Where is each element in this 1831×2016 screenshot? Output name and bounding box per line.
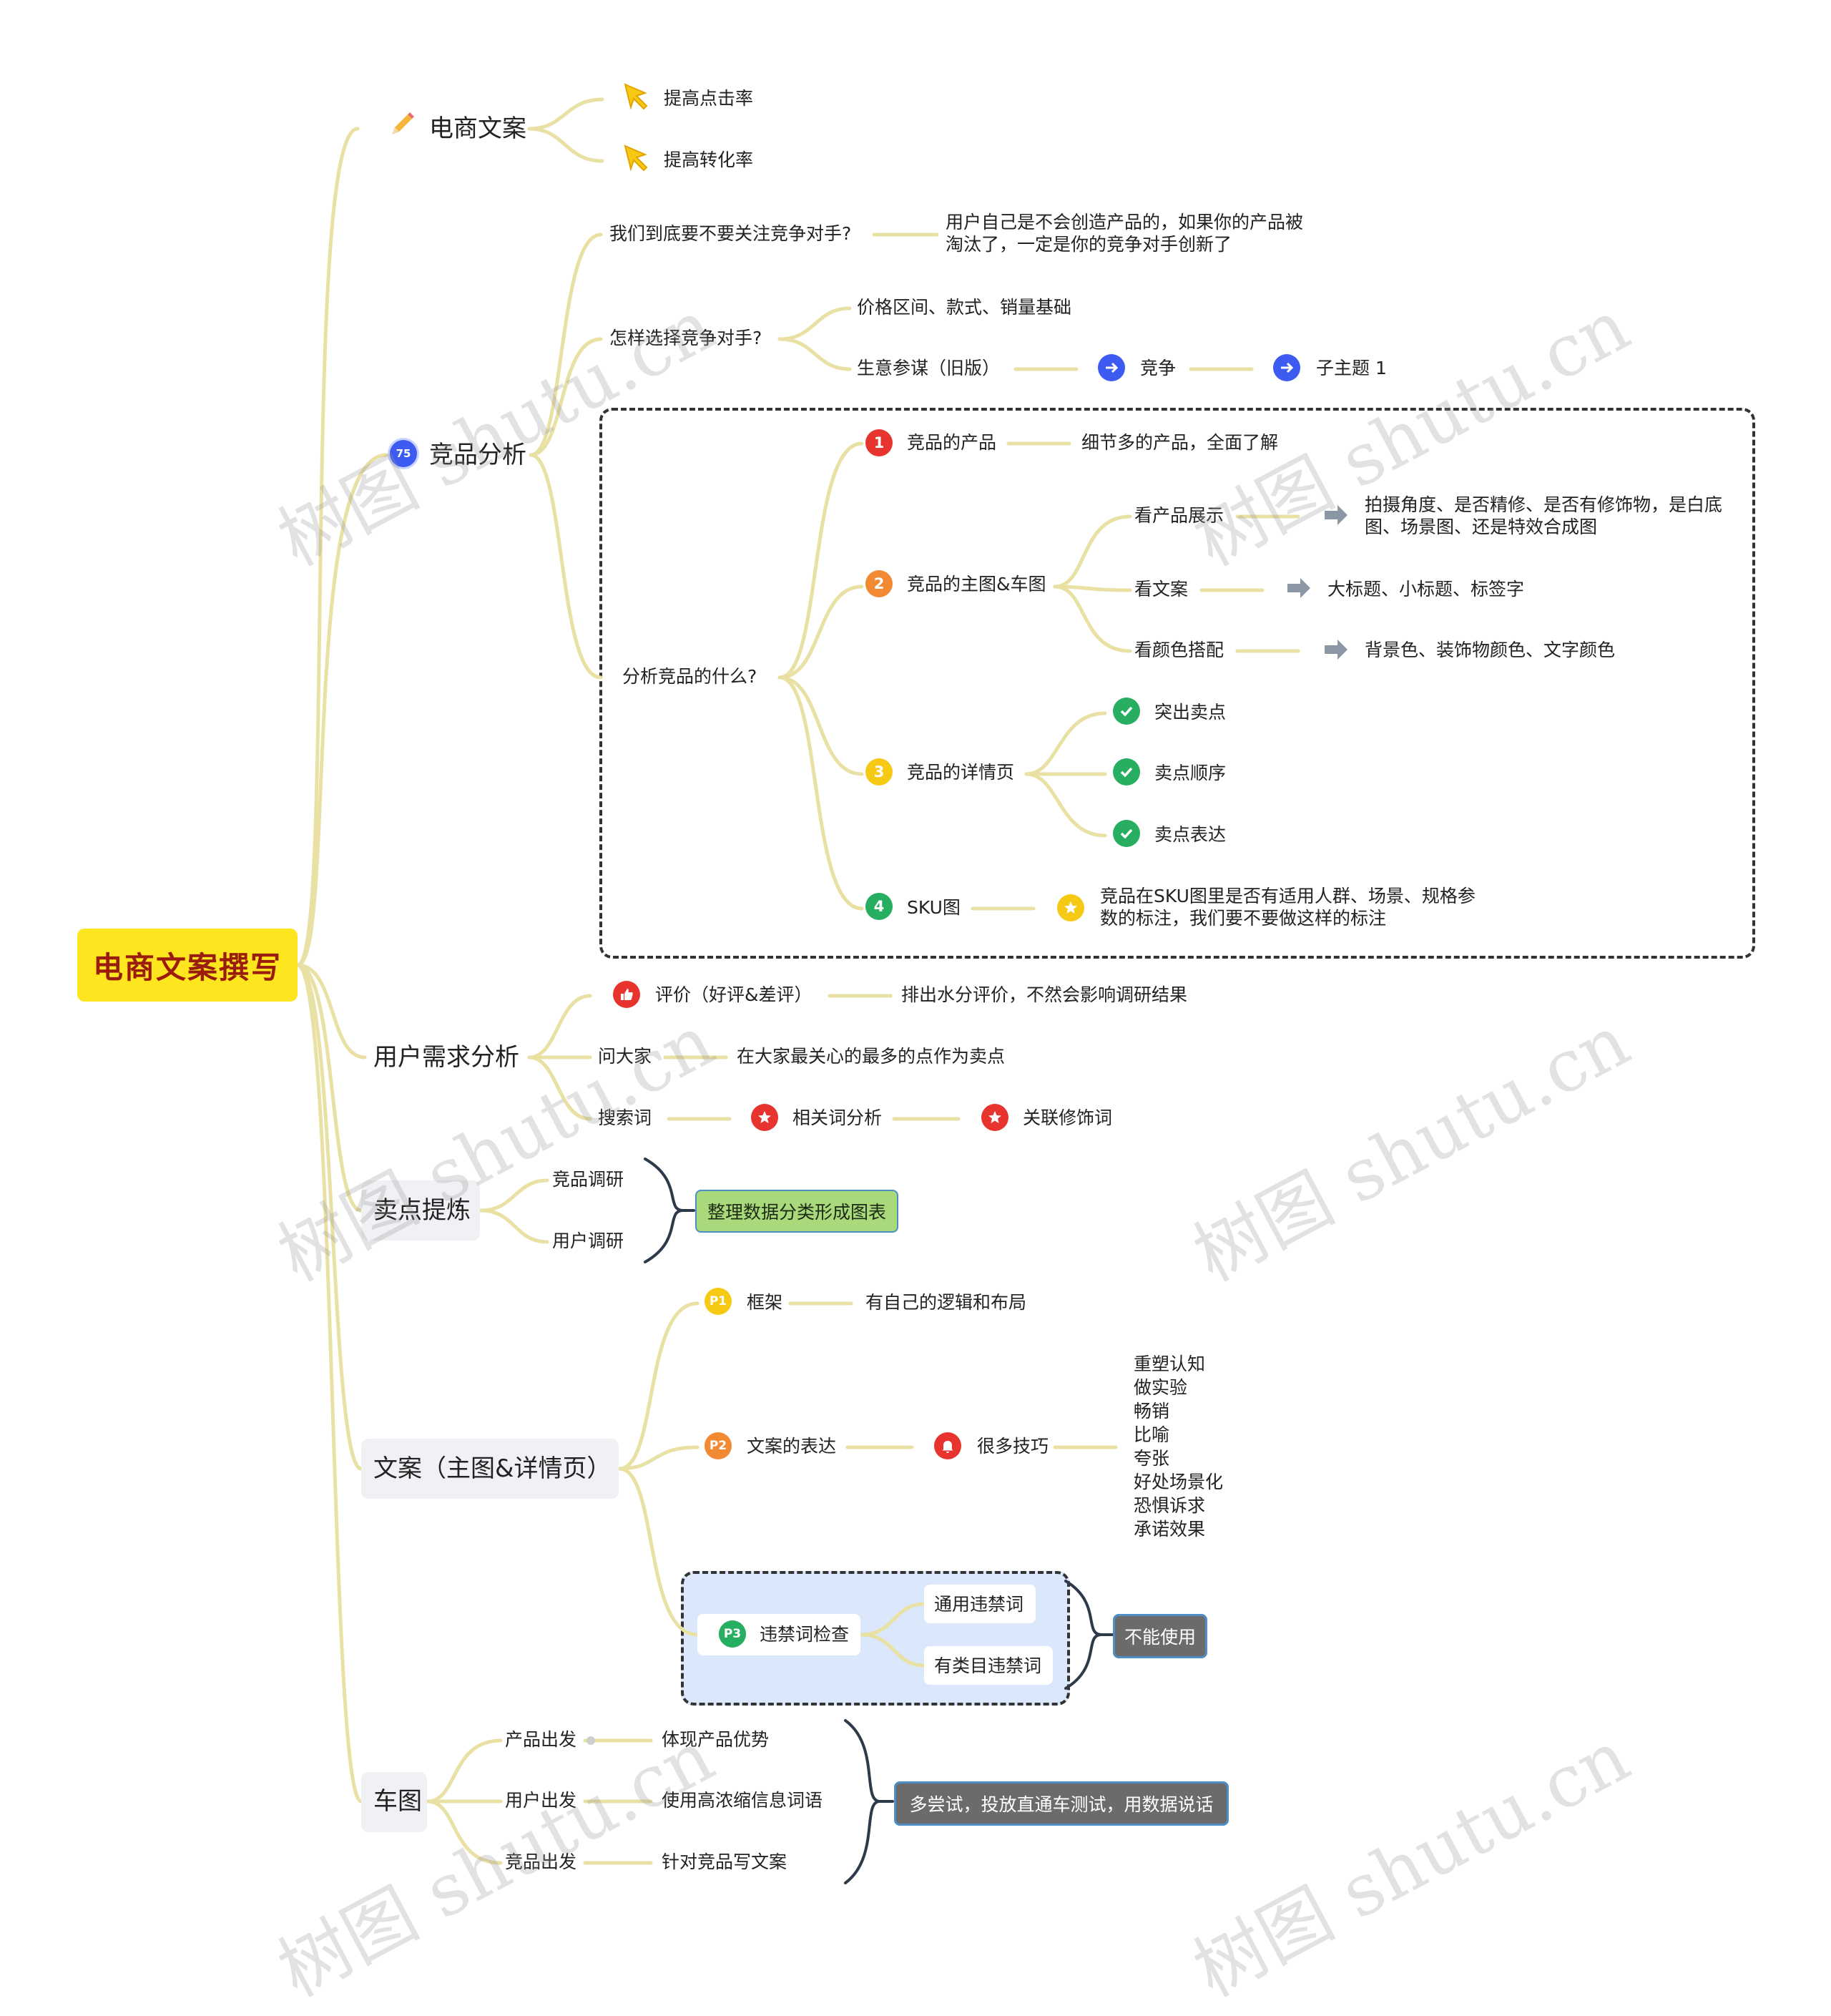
branch-chetu-bg xyxy=(361,1772,427,1832)
tips-item-5: 夸张 xyxy=(1134,1448,1170,1469)
copy-p3[interactable]: 违禁词检查 xyxy=(760,1624,850,1645)
p3-badge-icon: P3 xyxy=(719,1620,746,1648)
chetu-item-3-detail: 针对竞品写文案 xyxy=(662,1851,787,1872)
q3-item-3[interactable]: 竞品的详情页 xyxy=(907,762,1015,783)
tips-item-3: 畅销 xyxy=(1134,1401,1170,1422)
chetu-item-1-detail: 体现产品优势 xyxy=(662,1729,770,1750)
check-icon xyxy=(1113,758,1140,786)
branch-maidian-bg xyxy=(361,1180,480,1241)
star-badge-icon xyxy=(751,1104,778,1131)
p1-badge-icon: P1 xyxy=(705,1288,732,1315)
check-icon xyxy=(1113,820,1140,847)
xuqiu-item-3[interactable]: 搜索词 xyxy=(598,1107,652,1128)
gray-arrow-icon xyxy=(1322,637,1350,662)
tips-item-1: 重塑认知 xyxy=(1134,1354,1206,1374)
analysis-group-frame xyxy=(599,408,1755,959)
arrow-right-icon xyxy=(1273,354,1300,381)
tips-item-6: 好处场景化 xyxy=(1134,1472,1224,1492)
chetu-item-3[interactable]: 竞品出发 xyxy=(505,1851,577,1872)
q3-item-2-sub-1[interactable]: 看产品展示 xyxy=(1134,505,1224,526)
mindmap-canvas: 电商文案撰写 电商文案 提高点击率 提高转化率 75 竞品分析 我们到底要不要关… xyxy=(77,80,1755,2013)
p3-item-2-bg xyxy=(924,1646,1053,1685)
q3-item-1-detail: 细节多的产品，全面了解 xyxy=(1081,432,1279,453)
gray-arrow-icon xyxy=(1285,575,1313,601)
badge-75-icon: 75 xyxy=(388,438,419,469)
q3-item-2[interactable]: 竞品的主图&车图 xyxy=(907,574,1046,594)
copy-p1[interactable]: 框架 xyxy=(747,1292,783,1313)
xuqiu-item-2-detail: 在大家最关心的最多的点作为卖点 xyxy=(737,1046,1006,1067)
q1-answer: 用户自己是不会创造产品的，如果你的产品被淘汰了，一定是你的竞争对手创新了 xyxy=(946,212,1304,255)
p3-item-1-bg xyxy=(924,1585,1036,1623)
p3-summary[interactable]: 不能使用 xyxy=(1113,1614,1207,1658)
q2-item-2[interactable]: 生意参谋（旧版） xyxy=(857,358,1001,378)
number-4-icon: 4 xyxy=(865,893,893,920)
root-topic[interactable]: 电商文案撰写 xyxy=(77,929,298,1002)
q3-item-4-detail: 竞品在SKU图里是否有适用人群、场景、规格参数的标注，我们要不要做这样的标注 xyxy=(1100,886,1476,929)
branch-maidian[interactable]: 卖点提炼 xyxy=(373,1196,471,1225)
number-1-icon: 1 xyxy=(865,429,893,456)
copy-p2[interactable]: 文案的表达 xyxy=(747,1436,837,1457)
maidian-summary[interactable]: 整理数据分类形成图表 xyxy=(695,1190,898,1233)
chetu-item-1[interactable]: 产品出发 xyxy=(505,1729,577,1750)
branch-jingpin[interactable]: 竞品分析 xyxy=(429,441,526,469)
thumbs-up-icon xyxy=(613,981,640,1008)
xuqiu-item-2[interactable]: 问大家 xyxy=(598,1046,652,1067)
q2-chain-2[interactable]: 子主题 1 xyxy=(1316,358,1387,378)
xuqiu-item-1[interactable]: 评价（好评&差评） xyxy=(655,984,813,1005)
chetu-item-2-detail: 使用高浓缩信息词语 xyxy=(662,1790,823,1811)
connector-lines xyxy=(295,97,1300,1884)
q3-item-2-sub-2[interactable]: 看文案 xyxy=(1134,579,1189,600)
bell-icon xyxy=(934,1432,961,1459)
branch-copy-bg xyxy=(361,1439,619,1499)
xuqiu-item-1-detail: 排出水分评价，不然会影响调研结果 xyxy=(901,984,1188,1005)
branch-xuqiu[interactable]: 用户需求分析 xyxy=(373,1043,519,1072)
branch-wenan[interactable]: 电商文案 xyxy=(429,114,526,143)
q2-chain-1[interactable]: 竞争 xyxy=(1140,358,1177,378)
p3-item-1[interactable]: 通用违禁词 xyxy=(934,1594,1024,1615)
q2-label[interactable]: 怎样选择竞争对手? xyxy=(609,328,762,348)
number-2-icon: 2 xyxy=(865,570,893,597)
wenan-child-2[interactable]: 提高转化率 xyxy=(664,150,754,170)
p2-badge-icon: P2 xyxy=(705,1432,732,1459)
number-3-icon: 3 xyxy=(865,758,893,786)
chetu-item-2[interactable]: 用户出发 xyxy=(505,1790,577,1811)
tips-item-7: 恐惧诉求 xyxy=(1134,1495,1206,1516)
maidian-item-2[interactable]: 用户调研 xyxy=(552,1230,624,1251)
q3-item-3-sub-3[interactable]: 卖点表达 xyxy=(1154,824,1227,845)
chetu-summary[interactable]: 多尝试，投放直通车测试，用数据说话 xyxy=(894,1781,1229,1826)
q3-label[interactable]: 分析竞品的什么? xyxy=(622,666,757,687)
xuqiu-chain-2[interactable]: 关联修饰词 xyxy=(1023,1107,1113,1128)
tips-item-8: 承诺效果 xyxy=(1134,1519,1206,1540)
q3-item-1[interactable]: 竞品的产品 xyxy=(907,432,997,453)
xuqiu-chain-1[interactable]: 相关词分析 xyxy=(792,1107,883,1128)
cursor-icon xyxy=(621,142,652,173)
q1-label[interactable]: 我们到底要不要关注竞争对手? xyxy=(609,223,852,244)
p3-item-2[interactable]: 有类目违禁词 xyxy=(934,1655,1042,1676)
copy-p1-detail: 有自己的逻辑和布局 xyxy=(865,1292,1027,1313)
pencil-icon xyxy=(386,109,418,140)
cursor-icon xyxy=(621,80,652,112)
root-topic-label: 电商文案撰写 xyxy=(92,949,282,985)
q2-item-1[interactable]: 价格区间、款式、销量基础 xyxy=(857,297,1072,318)
maidian-item-1[interactable]: 竞品调研 xyxy=(552,1169,624,1190)
q3-item-2-sub-3-detail: 背景色、装饰物颜色、文字颜色 xyxy=(1365,640,1616,660)
tips-item-2: 做实验 xyxy=(1134,1377,1188,1398)
branch-copy[interactable]: 文案（主图&详情页） xyxy=(373,1454,612,1483)
copy-p2-tips[interactable]: 很多技巧 xyxy=(977,1436,1049,1457)
arrow-right-icon xyxy=(1098,354,1125,381)
q3-item-2-sub-3[interactable]: 看颜色搭配 xyxy=(1134,640,1224,660)
check-icon xyxy=(1113,698,1140,725)
q3-item-3-sub-1[interactable]: 突出卖点 xyxy=(1154,702,1227,723)
gray-arrow-icon xyxy=(1322,502,1350,528)
star-badge-icon xyxy=(981,1104,1008,1131)
q3-item-3-sub-2[interactable]: 卖点顺序 xyxy=(1154,763,1227,783)
q3-item-4[interactable]: SKU图 xyxy=(907,897,961,918)
q3-item-2-sub-1-detail: 拍摄角度、是否精修、是否有修饰物，是白底图、场景图、还是特效合成图 xyxy=(1365,494,1723,538)
wenan-child-1[interactable]: 提高点击率 xyxy=(664,88,754,109)
tips-item-4: 比喻 xyxy=(1134,1424,1170,1445)
q3-item-2-sub-2-detail: 大标题、小标题、标签字 xyxy=(1327,579,1525,600)
star-icon xyxy=(1057,894,1084,921)
branch-chetu[interactable]: 车图 xyxy=(373,1787,422,1816)
